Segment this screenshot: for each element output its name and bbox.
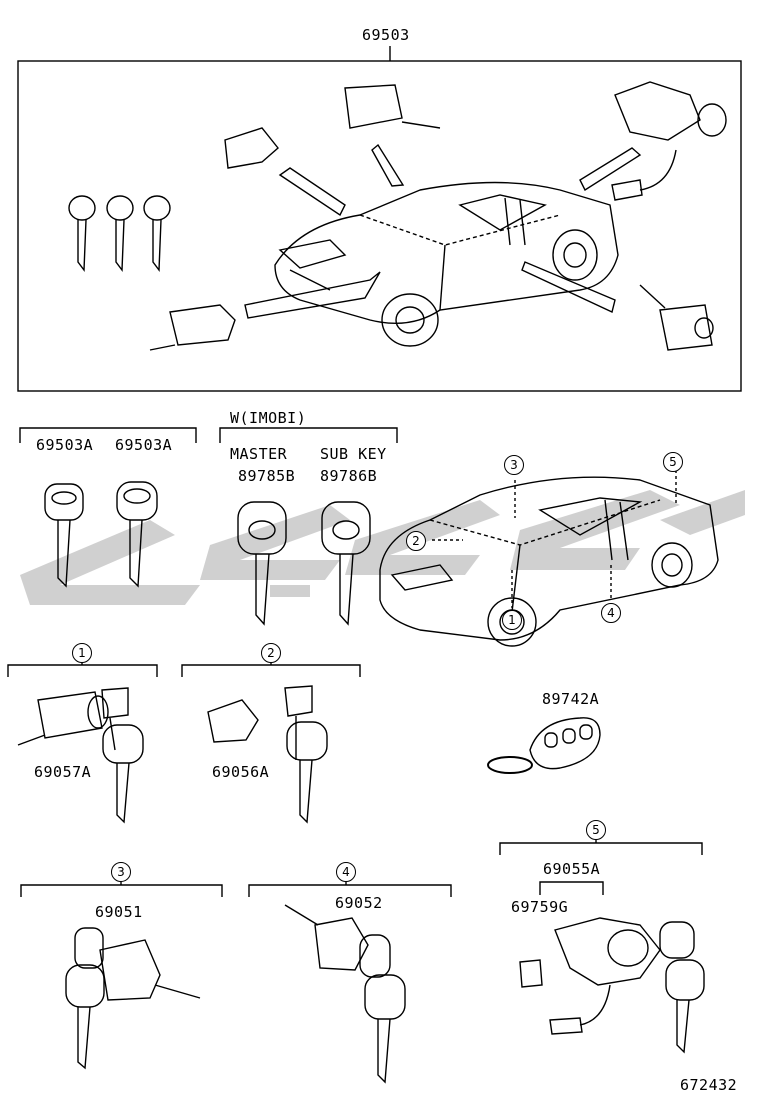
master-label: MASTER	[230, 445, 288, 463]
sec3-lock	[65, 927, 201, 1070]
watermark-logo	[20, 490, 745, 605]
bracket-sec5	[499, 842, 703, 855]
section-5-part-number: 69055A	[543, 860, 601, 878]
bracket-sec4	[248, 884, 452, 897]
bracket-sec2	[181, 664, 361, 677]
immobi-title: W(IMOBI)	[230, 409, 307, 427]
keys-standard	[44, 481, 158, 588]
sec5-ignition	[519, 917, 705, 1054]
key-part-number-1: 69503A	[36, 436, 94, 454]
section-1-part-number: 69057A	[34, 763, 92, 781]
section-5-marker: 5	[586, 820, 606, 840]
car-callout-3: 3	[504, 455, 524, 475]
car-illustration-middle	[379, 470, 719, 647]
sec2-lock	[207, 685, 328, 824]
bracket-keys-left	[19, 427, 197, 443]
master-part-number: 89785B	[238, 467, 296, 485]
subkey-label: SUB KEY	[320, 445, 387, 463]
sec4-lock	[284, 904, 406, 1084]
car-callout-2: 2	[406, 531, 426, 551]
bracket-immobi	[219, 427, 398, 443]
sec5-sub-bracket	[539, 881, 604, 895]
keys-immobi	[237, 501, 371, 626]
section-5-sub-part-number: 69759G	[511, 898, 569, 916]
section-4-marker: 4	[336, 862, 356, 882]
car-illustration-top	[274, 181, 619, 347]
remote-transmitter	[487, 717, 601, 774]
subkey-part-number: 89786B	[320, 467, 378, 485]
car-callout-5: 5	[663, 452, 683, 472]
keys-top	[68, 195, 171, 272]
section-2-part-number: 69056A	[212, 763, 270, 781]
top-assembly-box	[17, 60, 742, 392]
section-1-marker: 1	[72, 643, 92, 663]
car-callout-1: 1	[502, 610, 522, 630]
pointer-arrows	[244, 143, 642, 319]
bracket-sec1	[7, 664, 158, 677]
figure-id: 672432	[680, 1076, 738, 1094]
car-callout-4: 4	[601, 603, 621, 623]
lock-cylinders-top	[149, 81, 727, 351]
section-2-marker: 2	[261, 643, 281, 663]
top-part-number: 69503	[362, 26, 410, 44]
section-3-marker: 3	[111, 862, 131, 882]
sec1-lock	[17, 687, 144, 824]
section-3-part-number: 69051	[95, 903, 143, 921]
section-4-part-number: 69052	[335, 894, 383, 912]
key-part-number-2: 69503A	[115, 436, 173, 454]
bracket-sec3	[20, 884, 223, 897]
transmitter-part-number: 89742A	[542, 690, 600, 708]
